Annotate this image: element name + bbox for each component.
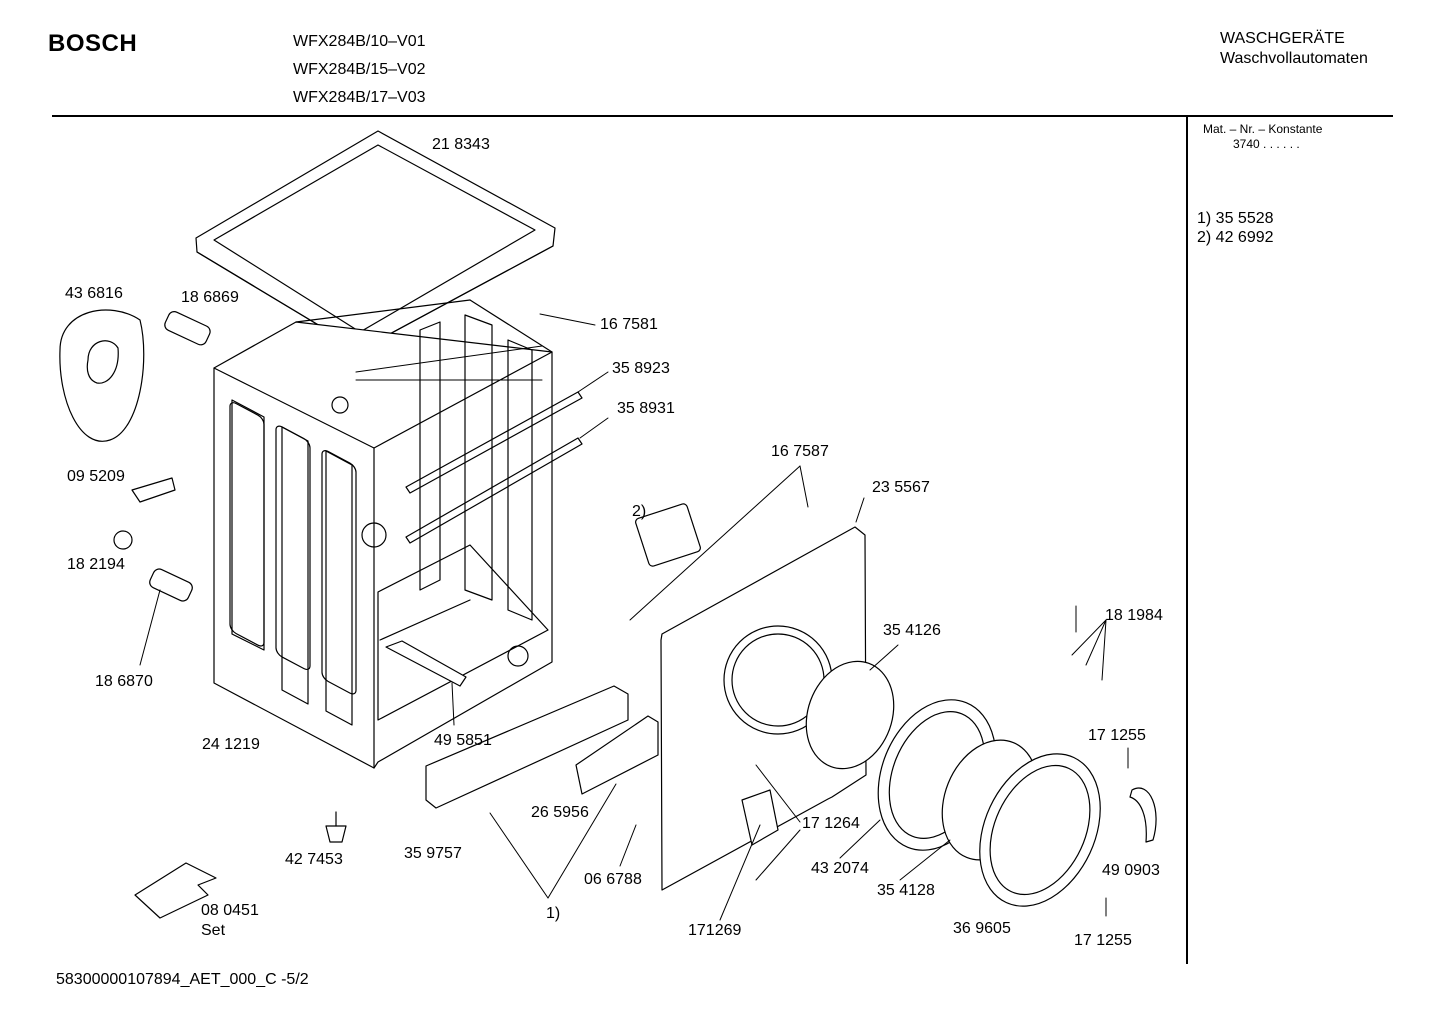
part-label-set: Set: [201, 922, 226, 939]
part-label-171255-bottom: 17 1255: [1074, 932, 1132, 949]
leader-lines: [140, 314, 1128, 920]
control-panel-part: [426, 686, 628, 808]
header-rule: [52, 115, 1393, 117]
part-label-door-lock-note: 2): [632, 503, 647, 520]
part-label-080451: 08 0451: [201, 902, 259, 919]
part-label-495851: 49 5851: [434, 732, 492, 749]
part-label-354128: 35 4128: [877, 882, 935, 899]
document-id: 58300000107894_AET_000_C -5/2: [56, 971, 309, 988]
part-label-066788: 06 6788: [584, 871, 642, 888]
part-label-241219: 24 1219: [202, 736, 260, 753]
footnote-1: 1) 35 5528: [1197, 210, 1274, 227]
model-number-1: WFX284B/10–V01: [293, 33, 426, 50]
model-number-3: WFX284B/17–V03: [293, 89, 426, 106]
top-cover-part: [196, 131, 555, 350]
model-number-2: WFX284B/15–V02: [293, 61, 426, 78]
part-label-218343: 21 8343: [432, 136, 490, 153]
door-handle-part: [1130, 788, 1156, 842]
shock-absorber-bottom-part: [148, 567, 195, 603]
part-label-359757: 35 9757: [404, 845, 462, 862]
footnote-2: 2) 42 6992: [1197, 229, 1274, 246]
part-label-167581: 16 7581: [600, 316, 658, 333]
door-seal-part: [792, 649, 909, 781]
bushing-part: [114, 531, 132, 549]
part-label-095209: 09 5209: [67, 468, 125, 485]
spanner-set-part: [135, 863, 216, 918]
door-lock-part: [635, 503, 702, 567]
part-label-490903: 49 0903: [1102, 862, 1160, 879]
hinge-part: [742, 790, 778, 845]
shock-absorber-top-part: [163, 310, 212, 347]
front-panel-part: [661, 527, 866, 890]
part-label-235567: 23 5567: [872, 479, 930, 496]
sidebar-rule: [1186, 116, 1188, 964]
material-number-value: 3740 . . . . . .: [1233, 137, 1300, 151]
cross-rail-parts: [406, 392, 582, 543]
category-subtitle: Waschvollautomaten: [1220, 50, 1368, 67]
rear-cover-part: [60, 310, 144, 441]
part-label-186870: 18 6870: [95, 673, 153, 690]
base-bracket-part: [386, 641, 466, 686]
part-label-182194: 18 2194: [67, 556, 125, 573]
adjustable-foot-part: [326, 826, 346, 842]
part-label-369605: 36 9605: [953, 920, 1011, 937]
cabinet-housing-part: [214, 300, 552, 768]
clip-part: [132, 478, 175, 502]
part-label-265956: 26 5956: [531, 804, 589, 821]
part-label-171264: 17 1264: [802, 815, 860, 832]
part-label-432074: 43 2074: [811, 860, 869, 877]
part-label-354126: 35 4126: [883, 622, 941, 639]
part-label-427453: 42 7453: [285, 851, 343, 868]
material-number-label: Mat. – Nr. – Konstante: [1203, 122, 1323, 136]
category-title: WASCHGERÄTE: [1220, 30, 1345, 47]
part-label-358923: 35 8923: [612, 360, 670, 377]
part-label-181984: 18 1984: [1105, 607, 1163, 624]
part-label-control-panel-note: 1): [546, 905, 561, 922]
part-label-358931: 35 8931: [617, 400, 675, 417]
part-label-186869: 18 6869: [181, 289, 239, 306]
part-label-171255-top: 17 1255: [1088, 727, 1146, 744]
brand-logo: BOSCH: [48, 30, 138, 57]
part-label-167587: 16 7587: [771, 443, 829, 460]
part-label-436816: 43 6816: [65, 285, 123, 302]
part-label-171269: 171269: [688, 922, 742, 939]
detergent-drawer-part: [576, 716, 658, 794]
